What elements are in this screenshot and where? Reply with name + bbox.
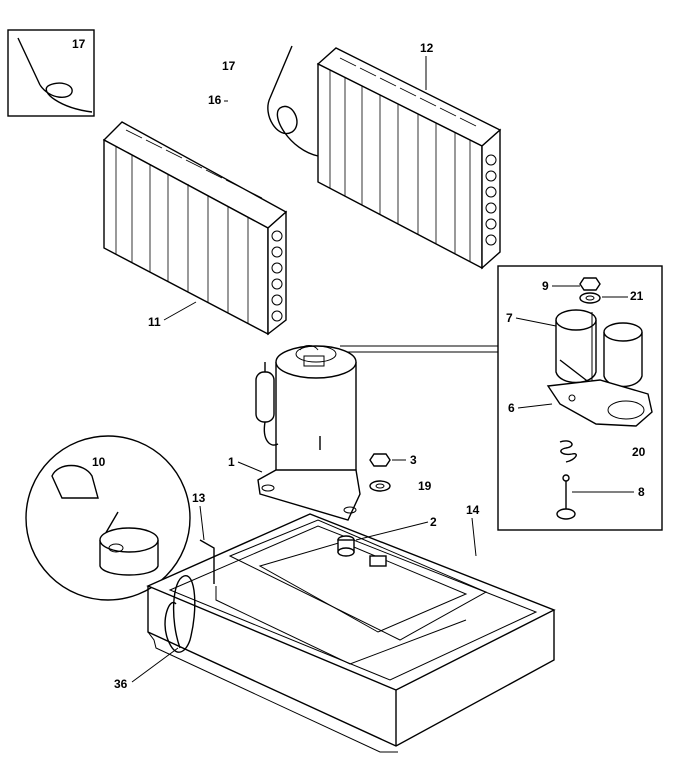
part-9-nut	[579, 277, 601, 291]
coil-11: 11	[102, 121, 288, 336]
label-17: 17	[222, 59, 236, 73]
label-36: 36	[114, 677, 128, 691]
detail-box: 9 21 7 6 20 8	[340, 265, 663, 531]
label-3: 3	[410, 453, 417, 467]
part-6-plate	[546, 379, 653, 427]
base-pan-14: 14	[146, 503, 556, 753]
coil-12: 12	[316, 41, 502, 270]
compressor-1: 1	[228, 345, 361, 521]
part-21-washer	[579, 292, 601, 304]
label-2: 2	[430, 515, 437, 529]
label-7: 7	[506, 311, 513, 325]
label-8: 8	[638, 485, 645, 499]
label-1: 1	[228, 455, 235, 469]
part-36-wire: 36	[114, 575, 196, 691]
inset-part-17: 17	[7, 29, 95, 117]
label-16: 16	[208, 93, 222, 107]
part-2-grommet: 2	[337, 515, 437, 567]
label-10: 10	[92, 455, 106, 469]
part-16-sensor: 17 16	[208, 45, 319, 157]
label-9: 9	[542, 279, 549, 293]
label-13: 13	[192, 491, 206, 505]
label-17-inset: 17	[72, 37, 86, 51]
part-8-bolt	[556, 474, 576, 520]
part-7-bracket	[555, 309, 643, 400]
label-21: 21	[630, 289, 644, 303]
label-12: 12	[420, 41, 434, 55]
part-19-washer: 19	[369, 479, 432, 493]
part-20-spring	[559, 440, 577, 463]
inset-part-10: 10	[25, 435, 191, 601]
part-13: 13	[192, 491, 215, 584]
label-11: 11	[148, 315, 161, 329]
label-14: 14	[466, 503, 480, 517]
label-19: 19	[418, 479, 432, 493]
label-6a: 6	[508, 401, 515, 415]
part-3-nut: 3	[369, 453, 417, 467]
label-20: 20	[632, 445, 646, 459]
